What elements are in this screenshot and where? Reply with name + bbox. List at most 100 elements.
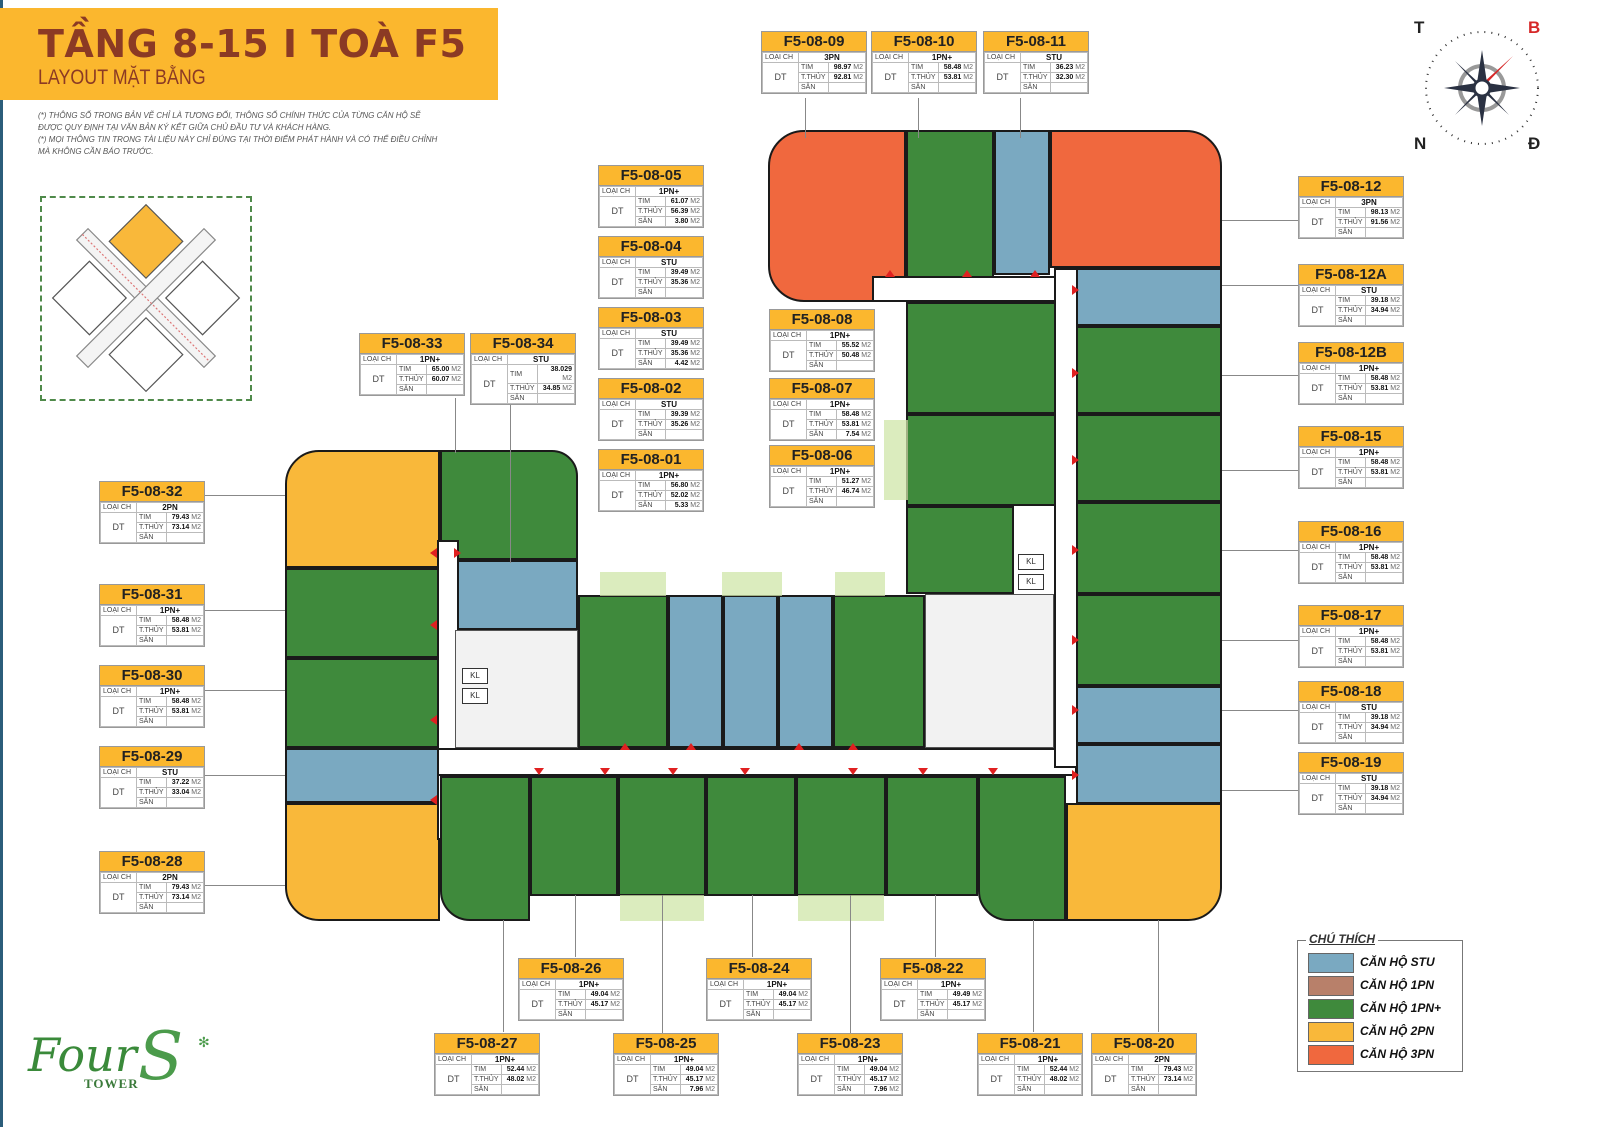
- unit-f5-08-02[interactable]: [668, 595, 723, 748]
- unit-m2: M2: [1075, 74, 1085, 81]
- leader-line: [205, 775, 285, 776]
- unit-type: STU: [1335, 285, 1403, 296]
- unit-f5-08-20[interactable]: [1066, 803, 1222, 921]
- unit-f5-08-12[interactable]: [1050, 130, 1222, 268]
- unit-f5-08-19[interactable]: [1076, 744, 1222, 804]
- unit-f5-08-06[interactable]: [906, 506, 1014, 594]
- unit-f5-08-10[interactable]: [906, 130, 994, 302]
- unit-m2: M2: [191, 779, 201, 786]
- tim-value: 38.029: [550, 366, 572, 373]
- entry-door-icon: [534, 768, 544, 775]
- tim-value: 49.04: [590, 991, 609, 998]
- unit-f5-08-22[interactable]: [886, 776, 978, 896]
- tim-value: 98.97: [833, 64, 852, 71]
- unit-type: 1PN+: [908, 52, 976, 63]
- unit-f5-08-29[interactable]: [285, 748, 440, 803]
- unit-f5-08-12a[interactable]: [1076, 268, 1222, 326]
- unit-f5-08-08[interactable]: [906, 302, 1076, 414]
- tim-value: 58.48: [171, 617, 190, 624]
- unit-f5-08-07[interactable]: [906, 414, 1076, 506]
- unit-f5-08-04[interactable]: [778, 595, 833, 748]
- thuy-value: 60.07: [431, 376, 450, 383]
- unit-f5-08-03[interactable]: [723, 595, 778, 748]
- unit-f5-08-05[interactable]: [833, 595, 925, 748]
- unit-code: F5-08-05: [599, 166, 703, 186]
- unit-f5-08-25[interactable]: [618, 776, 706, 896]
- san-label: SÂN: [1014, 1084, 1045, 1095]
- unit-f5-08-09[interactable]: [768, 130, 906, 302]
- unit-f5-08-33[interactable]: [440, 450, 578, 560]
- unit-f5-08-34[interactable]: [455, 560, 578, 630]
- type-label: LOẠI CH: [1299, 197, 1336, 208]
- area-label: DT: [100, 777, 137, 808]
- unit-f5-08-28[interactable]: [285, 803, 440, 921]
- unit-code: F5-08-19: [1299, 753, 1403, 773]
- unit-f5-08-32[interactable]: [285, 450, 440, 568]
- tim-label: TIM: [635, 267, 666, 278]
- unit-code: F5-08-04: [599, 237, 703, 257]
- unit-f5-08-15[interactable]: [1076, 414, 1222, 502]
- unit-f5-08-31[interactable]: [285, 568, 440, 658]
- unit-f5-08-23[interactable]: [796, 776, 886, 896]
- entry-door-icon: [430, 715, 437, 725]
- unit-f5-08-01[interactable]: [578, 595, 668, 748]
- unit-m2: M2: [191, 514, 201, 521]
- unit-f5-08-21[interactable]: [978, 776, 1066, 921]
- unit-f5-08-26[interactable]: [530, 776, 618, 896]
- unit-f5-08-11[interactable]: [994, 130, 1050, 275]
- leader-line: [510, 398, 511, 563]
- area-label: DT: [770, 340, 807, 371]
- san-label: SÂN: [743, 1009, 774, 1020]
- unit-f5-08-18[interactable]: [1076, 686, 1222, 744]
- legend-label: CĂN HỘ 3PN: [1360, 1047, 1435, 1061]
- unit-type: 1PN+: [806, 330, 874, 341]
- unit-type: 1PN+: [396, 354, 464, 365]
- unit-f5-08-24[interactable]: [706, 776, 796, 896]
- compass-icon: [1425, 31, 1539, 145]
- thuy-value: 34.85: [542, 385, 561, 392]
- unit-f5-08-27[interactable]: [440, 776, 530, 921]
- unit-f5-08-16[interactable]: [1076, 502, 1222, 594]
- unit-f5-08-17[interactable]: [1076, 594, 1222, 686]
- san-value: 7.96: [689, 1086, 704, 1093]
- entry-door-icon: [848, 768, 858, 775]
- legend-title: CHÚ THÍCH: [1306, 932, 1378, 946]
- entry-door-icon: [918, 768, 928, 775]
- unit-f5-08-12b[interactable]: [1076, 326, 1222, 414]
- unit-f5-08-30[interactable]: [285, 658, 440, 748]
